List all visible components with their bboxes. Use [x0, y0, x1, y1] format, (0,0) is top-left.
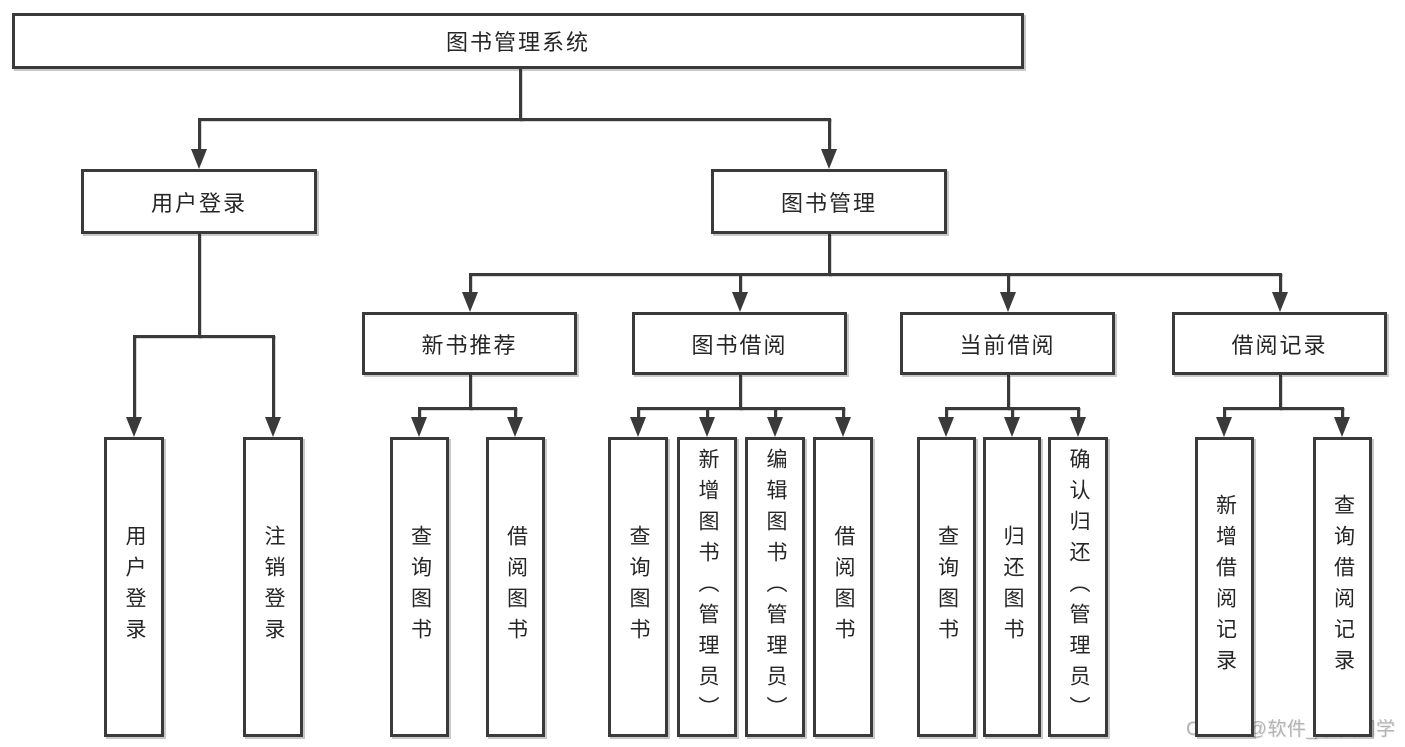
- node-add-borrow-record: 新增借阅记录: [1195, 437, 1254, 737]
- arrow-down-icon: [1000, 292, 1016, 312]
- node-label-root: 图书管理系统: [445, 30, 590, 55]
- connector-bar: [1222, 407, 1344, 410]
- connector-stem: [518, 69, 522, 121]
- connector-branch: [738, 273, 742, 298]
- connector-stem: [1278, 375, 1282, 410]
- arrow-down-icon: [1004, 417, 1020, 437]
- node-query-books-3: 查询图书: [917, 437, 976, 737]
- arrow-down-icon: [938, 417, 954, 437]
- arrow-down-icon: [191, 149, 207, 169]
- connector-stem: [197, 234, 201, 338]
- node-label-logout: 注销登录: [262, 525, 285, 649]
- connector-branch: [1340, 407, 1344, 423]
- arrow-down-icon: [462, 292, 478, 312]
- connector-branch: [132, 335, 136, 423]
- node-label-user-login: 用户登录: [123, 525, 146, 649]
- node-label-query-books-2: 查询图书: [627, 525, 650, 649]
- node-new-book-recommend: 新书推荐: [362, 312, 577, 375]
- arrow-down-icon: [1272, 292, 1288, 312]
- node-label-return-books: 归还图书: [1001, 525, 1024, 649]
- node-borrowing-records: 借阅记录: [1172, 312, 1387, 375]
- node-label-query-borrow-record: 查询借阅记录: [1331, 494, 1355, 680]
- node-book-borrowing: 图书借阅: [632, 312, 847, 375]
- connector-bar: [468, 273, 1282, 276]
- node-label-book-borrowing: 图书借阅: [691, 332, 788, 358]
- node-borrow-books-2: 借阅图书: [813, 437, 873, 737]
- node-label-borrow-books-2: 借阅图书: [832, 525, 855, 649]
- arrow-down-icon: [1334, 417, 1350, 437]
- arrow-down-icon: [835, 417, 851, 437]
- node-current-borrowing: 当前借阅: [900, 312, 1115, 375]
- arrow-down-icon: [507, 417, 523, 437]
- connector-bar: [417, 407, 517, 410]
- node-add-books-admin: 新增图书（管理员）: [677, 437, 737, 737]
- node-user-login-module: 用户登录: [81, 169, 317, 234]
- connector-branch: [271, 335, 275, 423]
- arrow-down-icon: [1070, 417, 1086, 437]
- node-book-management: 图书管理: [711, 169, 947, 234]
- connector-branch: [197, 118, 201, 155]
- connector-bar: [197, 118, 831, 121]
- connector-branch: [841, 407, 845, 423]
- node-label-query-books-3: 查询图书: [935, 525, 959, 649]
- connector-bar: [636, 407, 845, 410]
- node-logout: 注销登录: [243, 437, 303, 737]
- connector-branch: [1278, 273, 1282, 298]
- connector-branch: [636, 407, 640, 423]
- arrow-down-icon: [411, 417, 427, 437]
- node-query-books-1: 查询图书: [390, 437, 449, 737]
- node-query-books-2: 查询图书: [608, 437, 668, 737]
- arrow-down-icon: [1216, 417, 1232, 437]
- connector-branch: [1222, 407, 1226, 423]
- connector-stem: [738, 375, 742, 410]
- node-label-add-books-admin: 新增图书（管理员）: [696, 447, 719, 727]
- connector-branch: [773, 407, 777, 423]
- node-confirm-return-admin: 确认归还（管理员）: [1048, 437, 1108, 737]
- arrow-down-icon: [630, 417, 646, 437]
- connector-stem: [827, 234, 831, 276]
- connector-branch: [513, 407, 517, 423]
- node-user-login: 用户登录: [104, 437, 164, 737]
- connector-branch: [417, 407, 421, 423]
- arrow-down-icon: [265, 417, 281, 437]
- node-borrow-books-1: 借阅图书: [486, 437, 545, 737]
- node-label-borrowing-records: 借阅记录: [1231, 332, 1328, 358]
- connector-branch: [944, 407, 948, 423]
- node-label-confirm-return-admin: 确认归还（管理员）: [1067, 447, 1090, 727]
- node-label-user-login-module: 用户登录: [150, 190, 247, 216]
- connector-stem: [468, 375, 472, 410]
- connector-bar: [132, 335, 275, 338]
- node-query-borrow-record: 查询借阅记录: [1313, 437, 1372, 737]
- node-return-books: 归还图书: [983, 437, 1041, 737]
- node-root: 图书管理系统: [12, 13, 1024, 69]
- node-label-edit-books-admin: 编辑图书（管理员）: [764, 447, 787, 727]
- connector-branch: [1076, 407, 1080, 423]
- node-label-borrow-books-1: 借阅图书: [504, 525, 528, 649]
- connector-stem: [1006, 375, 1010, 410]
- node-label-query-books-1: 查询图书: [408, 525, 432, 649]
- node-label-current-borrowing: 当前借阅: [959, 332, 1056, 358]
- connector-branch: [1010, 407, 1014, 423]
- arrow-down-icon: [767, 417, 783, 437]
- arrow-down-icon: [821, 149, 837, 169]
- connector-branch: [1006, 273, 1010, 298]
- arrow-down-icon: [699, 417, 715, 437]
- arrow-down-icon: [126, 417, 142, 437]
- connector-branch: [468, 273, 472, 298]
- node-label-book-management: 图书管理: [780, 190, 877, 216]
- node-edit-books-admin: 编辑图书（管理员）: [745, 437, 805, 737]
- node-label-add-borrow-record: 新增借阅记录: [1213, 494, 1237, 680]
- node-label-new-book-recommend: 新书推荐: [421, 332, 518, 358]
- arrow-down-icon: [732, 292, 748, 312]
- connector-branch: [705, 407, 709, 423]
- connector-branch: [827, 118, 831, 155]
